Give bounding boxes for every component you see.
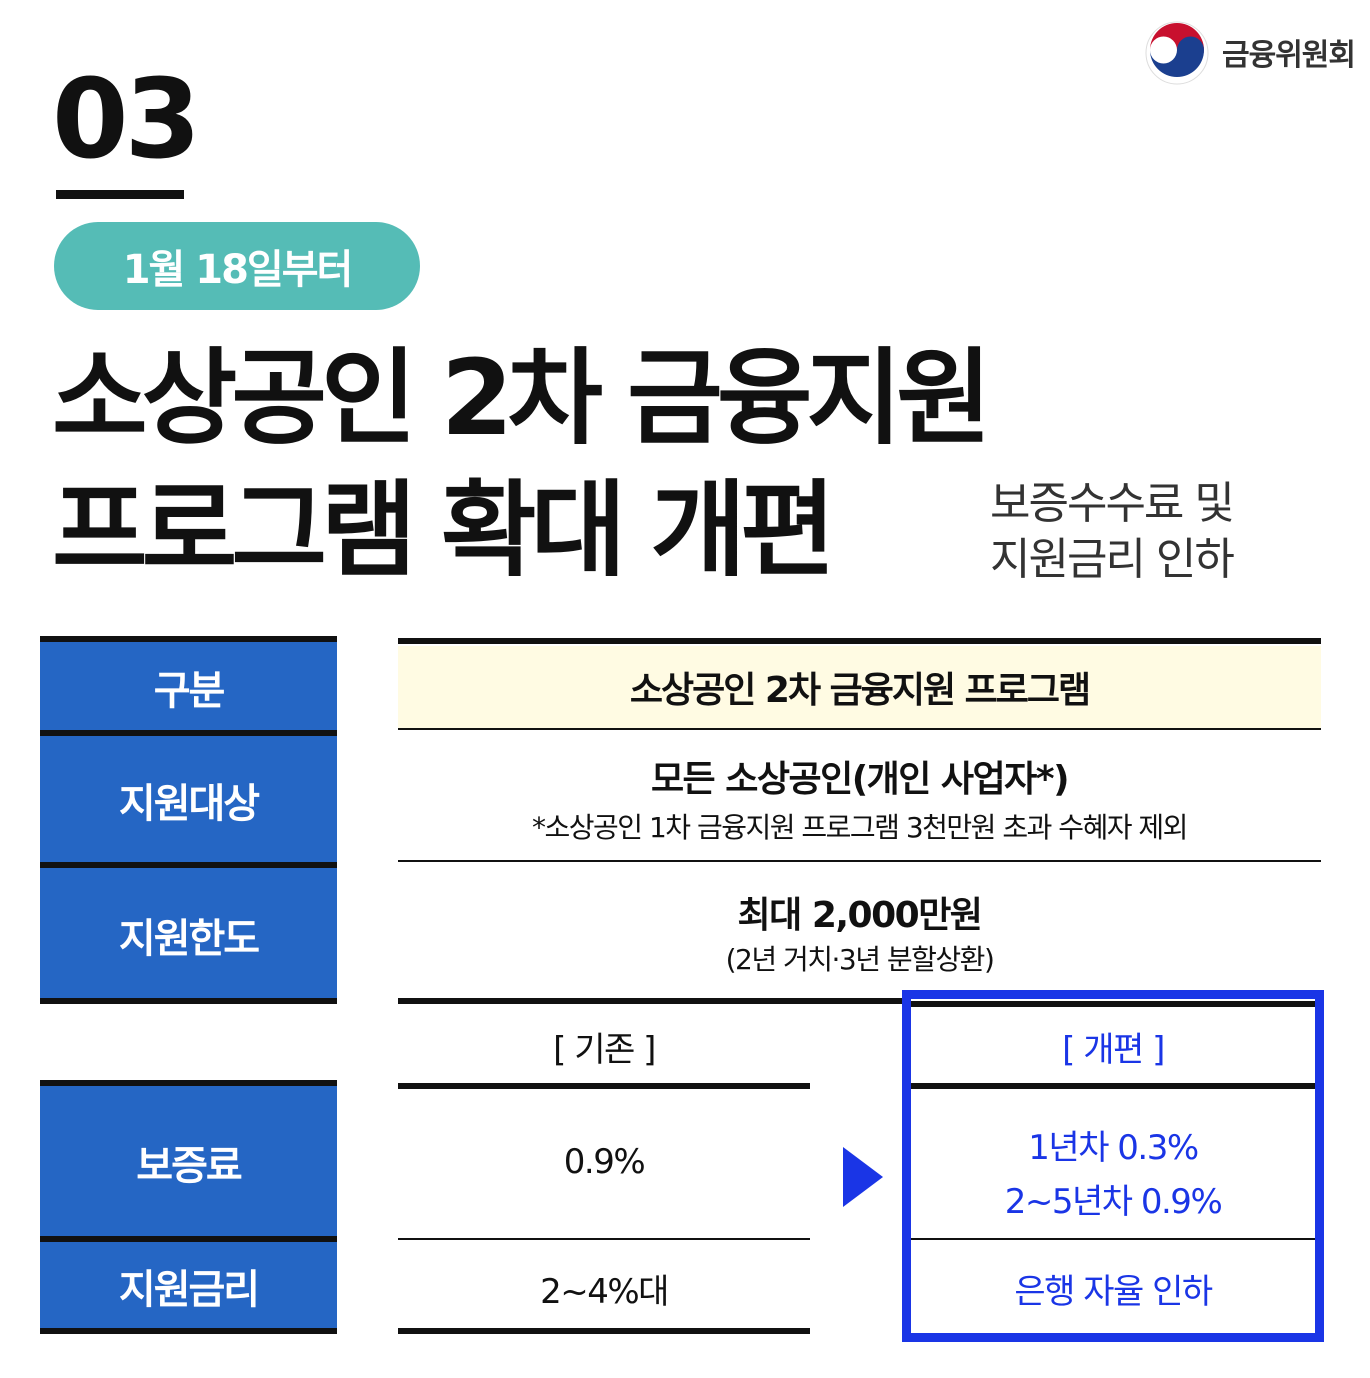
table-top-line bbox=[398, 638, 1321, 644]
fee-after-line1: 1년차 0.3% bbox=[1028, 1128, 1199, 1168]
subtitle-line1: 보증수수료 및 bbox=[990, 478, 1235, 529]
fee-before: 0.9% bbox=[563, 1142, 646, 1182]
label-bottom-line bbox=[40, 1328, 337, 1334]
page-subtitle: 보증수수료 및 지원금리 인하 bbox=[990, 476, 1235, 588]
after-top-line bbox=[911, 1001, 1315, 1007]
label-rate: 지원금리 bbox=[40, 1236, 337, 1330]
limit-main: 최대 2,000만원 bbox=[737, 895, 983, 936]
date-badge: 1월 18일부터 bbox=[54, 222, 420, 310]
program-title: 소상공인 2차 금융지원 프로그램 bbox=[398, 646, 1321, 728]
after-header: [ 개편 ] bbox=[1062, 1030, 1165, 1070]
logo-text: 금융위원회 bbox=[1222, 38, 1356, 73]
row-divider bbox=[398, 728, 1321, 730]
limit-note: (2년 거치·3년 분할상환) bbox=[725, 943, 995, 976]
label-category: 구분 bbox=[40, 636, 337, 732]
section-number: 03 bbox=[52, 55, 201, 183]
section-number-underline bbox=[56, 190, 184, 199]
row-divider bbox=[398, 860, 1321, 862]
rate-before: 2~4%대 bbox=[540, 1272, 669, 1312]
row-divider bbox=[398, 1238, 810, 1240]
page-title-line1: 소상공인 2차 금융지원 bbox=[52, 337, 992, 459]
row-divider bbox=[911, 1238, 1315, 1240]
after-header-line bbox=[911, 1083, 1315, 1089]
label-target: 지원대상 bbox=[40, 730, 337, 864]
table-bottom-line bbox=[398, 1328, 810, 1334]
target-main: 모든 소상공인(개인 사업자*) bbox=[650, 759, 1070, 800]
subtitle-line2: 지원금리 인하 bbox=[990, 534, 1235, 585]
before-header: [ 기존 ] bbox=[553, 1030, 656, 1070]
label-divider bbox=[40, 998, 337, 1004]
before-header-line bbox=[398, 1083, 810, 1089]
after-highlight-box bbox=[902, 990, 1324, 1342]
rate-after: 은행 자율 인하 bbox=[1014, 1272, 1213, 1312]
page-title-line2: 프로그램 확대 개편 bbox=[52, 469, 836, 591]
row-divider bbox=[398, 998, 908, 1004]
government-logo-icon bbox=[1145, 21, 1209, 85]
arrow-right-icon bbox=[843, 1147, 883, 1207]
fee-after-line2: 2~5년차 0.9% bbox=[1004, 1182, 1223, 1222]
label-limit: 지원한도 bbox=[40, 862, 337, 1002]
target-note: *소상공인 1차 금융지원 프로그램 3천만원 초과 수혜자 제외 bbox=[532, 811, 1188, 844]
label-fee: 보증료 bbox=[40, 1080, 337, 1238]
